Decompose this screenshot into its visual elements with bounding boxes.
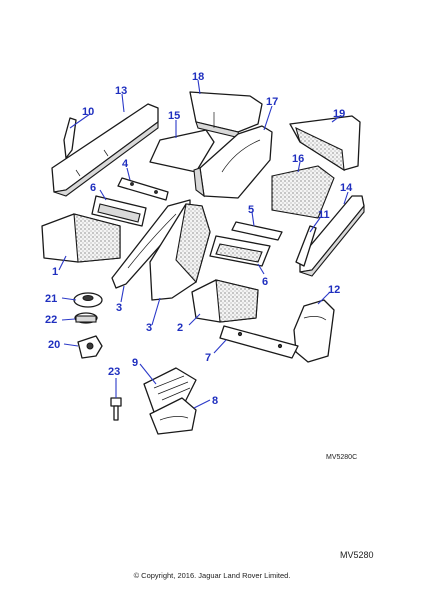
figure-reference-small: MV5280C xyxy=(326,454,358,461)
callout-21: 21 xyxy=(45,293,57,305)
part-20-retainer xyxy=(77,335,103,359)
callout-14: 14 xyxy=(340,182,353,194)
callout-10: 10 xyxy=(82,106,94,118)
callout-19: 19 xyxy=(333,108,345,120)
callout-13: 13 xyxy=(115,85,127,97)
part-22-plug xyxy=(74,312,98,324)
copyright-notice: © Copyright, 2016. Jaguar Land Rover Lim… xyxy=(133,571,291,580)
part-13-sill-panel xyxy=(51,103,159,197)
callout-2: 2 xyxy=(177,322,183,334)
part-16-mat xyxy=(271,165,335,219)
callout-7: 7 xyxy=(205,352,211,364)
callout-12: 12 xyxy=(328,284,340,296)
callout-9: 9 xyxy=(132,357,138,369)
part-15-mat xyxy=(149,129,215,173)
callout-3a: 3 xyxy=(116,302,122,314)
part-7-bracket xyxy=(219,325,299,359)
figure-reference: MV5280 xyxy=(340,550,374,560)
callout-3b: 3 xyxy=(146,322,152,334)
callout-22: 22 xyxy=(45,314,57,326)
part-6-step-plate-left xyxy=(91,195,147,227)
callout-20: 20 xyxy=(48,339,60,351)
callout-17: 17 xyxy=(266,96,278,108)
part-11-strip xyxy=(295,225,317,267)
leader-lines xyxy=(58,79,349,409)
callout-16: 16 xyxy=(292,153,304,165)
callout-5: 5 xyxy=(248,204,254,216)
callout-4: 4 xyxy=(122,158,129,170)
callout-18: 18 xyxy=(192,71,204,83)
callout-6a: 6 xyxy=(90,182,96,194)
part-14-sill-panel xyxy=(299,195,365,277)
part-21-grommet xyxy=(73,292,103,308)
callout-8: 8 xyxy=(212,395,218,407)
part-8-footrest xyxy=(149,397,197,435)
callout-23: 23 xyxy=(108,366,120,378)
part-19-panel xyxy=(289,115,361,172)
callout-15: 15 xyxy=(168,110,180,122)
callout-1: 1 xyxy=(52,266,58,278)
part-17-tunnel-cover xyxy=(193,125,273,199)
callout-11: 11 xyxy=(318,209,330,221)
part-23-bolt xyxy=(110,397,122,421)
part-12-trim-pad xyxy=(293,299,335,363)
part-5-bracket xyxy=(231,221,283,241)
callout-6b: 6 xyxy=(262,276,268,288)
part-10-strip xyxy=(63,117,77,159)
part-2-insulator xyxy=(191,279,259,323)
part-3-liner-lower xyxy=(149,203,211,301)
part-1-insulator xyxy=(41,213,121,263)
part-18-panel xyxy=(189,91,263,139)
part-4-bracket xyxy=(117,177,169,201)
part-6-step-plate-right xyxy=(209,235,271,267)
